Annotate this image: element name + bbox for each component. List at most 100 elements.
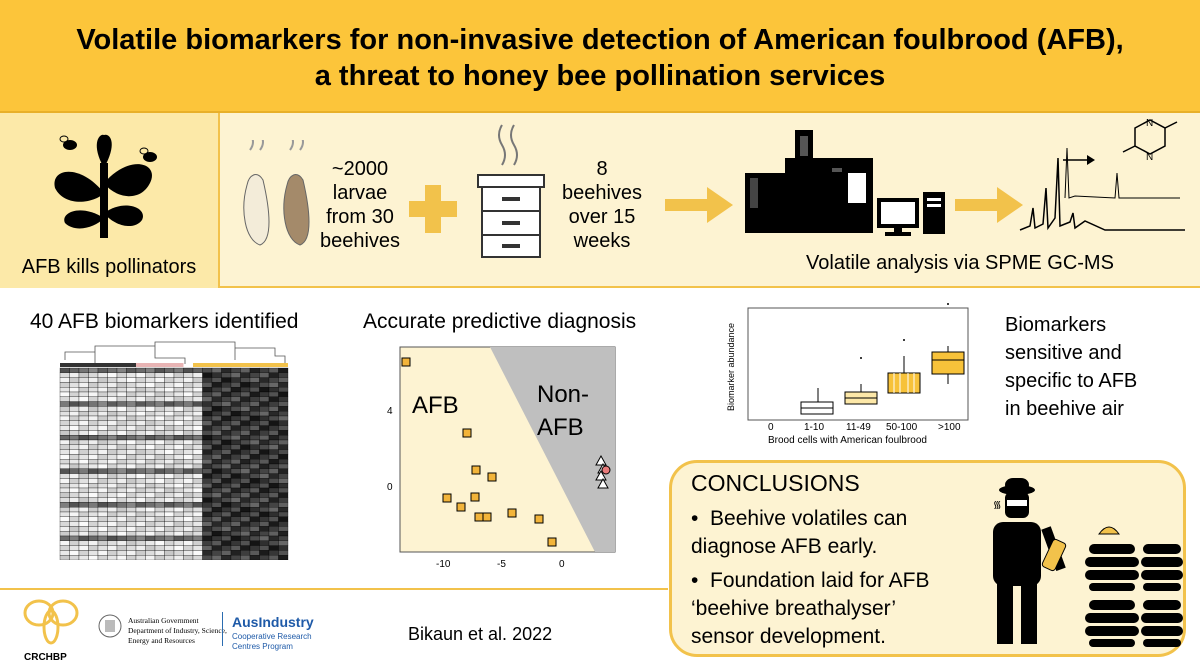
- heatmap-cell: [259, 454, 270, 460]
- afb-sample-point: [487, 472, 497, 482]
- heatmap-cell: [88, 449, 99, 455]
- heatmap-cell: [259, 478, 270, 484]
- heatmap-cell: [154, 382, 165, 388]
- heatmap-cell: [278, 535, 289, 541]
- heatmap-cell: [173, 420, 184, 426]
- gov-line: Department of Industry, Science,: [128, 626, 227, 635]
- heatmap-cell: [249, 449, 260, 455]
- heatmap-cell: [135, 454, 146, 460]
- box-over-100: [931, 303, 965, 384]
- heatmap-cell: [259, 540, 270, 546]
- heatmap-cell: [202, 531, 213, 537]
- heatmap-cell: [107, 535, 118, 541]
- heatmap-cell: [183, 411, 194, 417]
- heatmap-cell: [240, 411, 251, 417]
- heatmap-cell: [249, 459, 260, 465]
- heatmap-cell: [240, 478, 251, 484]
- heatmap-cell: [211, 454, 222, 460]
- heatmap-cell: [268, 387, 279, 393]
- heatmap-cell: [259, 492, 270, 498]
- heatmap-cell: [154, 502, 165, 508]
- heatmap-cell: [183, 439, 194, 445]
- heatmap-cell: [116, 497, 127, 503]
- heatmap-cell: [154, 396, 165, 402]
- heatmap-cell: [164, 401, 175, 407]
- heatmap-cell: [135, 463, 146, 469]
- heatmap-cell: [173, 492, 184, 498]
- heatmap-cell: [145, 377, 156, 383]
- heatmap-cell: [278, 507, 289, 513]
- heatmap-cell: [211, 545, 222, 551]
- heatmap-cell: [230, 511, 241, 517]
- heatmap-cell: [69, 415, 80, 421]
- heatmap-cell: [88, 483, 99, 489]
- heatmap-cell: [107, 502, 118, 508]
- heatmap-cell: [230, 497, 241, 503]
- heatmap-cell: [97, 502, 108, 508]
- heatmap-cell: [249, 377, 260, 383]
- heatmap-cell: [173, 550, 184, 556]
- heatmap-cell: [69, 473, 80, 479]
- heatmap-cell: [249, 516, 260, 522]
- heatmap-cell: [278, 478, 289, 484]
- heatmap-cell: [202, 550, 213, 556]
- beekeeper-with-sensor-icon: ᯾: [993, 478, 1183, 647]
- heatmap-cell: [173, 507, 184, 513]
- heatmap-cell: [78, 526, 89, 532]
- heatmap-cell: [97, 463, 108, 469]
- heatmap-cell: [145, 550, 156, 556]
- heatmap-cell: [249, 492, 260, 498]
- heatmap-cell: [116, 396, 127, 402]
- conclusions-heading: CONCLUSIONS: [691, 470, 860, 496]
- heatmap-cell: [249, 415, 260, 421]
- heatmap-cell: [154, 487, 165, 493]
- x-tick-label: 0: [559, 559, 565, 570]
- heatmap-cell: [221, 531, 232, 537]
- heatmap-cell: [116, 535, 127, 541]
- non-afb-sample-point: [595, 469, 607, 481]
- heatmap-cell: [88, 507, 99, 513]
- heatmap-cell: [249, 382, 260, 388]
- heatmap-cell: [183, 454, 194, 460]
- heatmap-cell: [230, 449, 241, 455]
- heatmap-cell: [69, 555, 80, 560]
- heatmap-cell: [78, 511, 89, 517]
- heatmap-cell: [221, 521, 232, 527]
- pollinators-caption: AFB kills pollinators: [21, 256, 197, 278]
- heatmap-cell: [154, 435, 165, 441]
- heatmap-cell: [211, 535, 222, 541]
- heatmap-cell: [135, 372, 146, 378]
- heatmap-cell: [173, 454, 184, 460]
- heatmap-cell: [259, 487, 270, 493]
- heatmap-cell: [78, 415, 89, 421]
- heatmap-cell: [69, 449, 80, 455]
- heatmap-cell: [97, 478, 108, 484]
- heatmap-cell: [240, 459, 251, 465]
- heatmap-cell: [278, 483, 289, 489]
- heatmap-cell: [211, 468, 222, 474]
- heatmap-cell: [173, 473, 184, 479]
- heatmap-cell: [173, 411, 184, 417]
- heatmap-cell: [164, 372, 175, 378]
- heatmap-cell: [211, 555, 222, 560]
- heatmap-cell: [268, 492, 279, 498]
- heatmap-cell: [183, 367, 194, 373]
- heatmap-cell: [126, 535, 137, 541]
- heatmap-cell: [211, 401, 222, 407]
- heatmap-cell: [154, 372, 165, 378]
- heatmap-cell: [192, 415, 203, 421]
- heatmap-cell: [202, 478, 213, 484]
- conclusions-list: • Beehive volatiles can diagnose AFB ear…: [691, 505, 981, 651]
- heatmap-cell: [107, 435, 118, 441]
- heatmap-cell: [183, 483, 194, 489]
- heatmap-cell: [249, 526, 260, 532]
- plus-icon: [409, 185, 457, 233]
- heatmap-cell: [240, 454, 251, 460]
- heatmap-cell: [240, 367, 251, 373]
- heatmap-cell: [116, 420, 127, 426]
- heatmap-cell: [59, 382, 70, 388]
- heatmap-cell: [164, 454, 175, 460]
- heatmap-cell: [135, 516, 146, 522]
- heatmap-cell: [211, 382, 222, 388]
- heatmap-cell: [59, 507, 70, 513]
